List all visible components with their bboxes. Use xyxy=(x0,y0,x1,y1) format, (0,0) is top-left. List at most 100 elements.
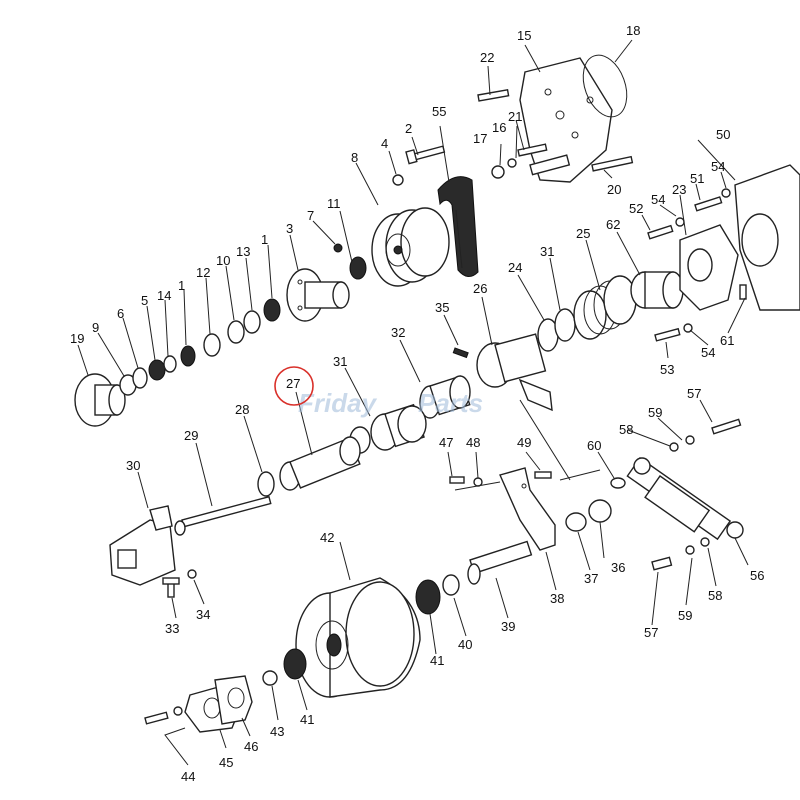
label-58: 58 xyxy=(708,588,722,603)
part-hub-3 xyxy=(286,268,350,322)
part-ring-13 xyxy=(243,310,261,334)
label-57: 57 xyxy=(687,386,701,401)
part-ring-40 xyxy=(442,574,460,596)
label-31: 31 xyxy=(540,244,554,259)
part-bolt-44 xyxy=(144,711,169,725)
label-51: 51 xyxy=(690,171,704,186)
part-washer-54b xyxy=(675,217,685,227)
label-17: 17 xyxy=(473,131,487,146)
label-52: 52 xyxy=(629,201,643,216)
label-62: 62 xyxy=(606,217,620,232)
part-washer-58b xyxy=(700,537,710,547)
label-38: 38 xyxy=(550,591,564,606)
label-28: 28 xyxy=(235,402,249,417)
label-53: 53 xyxy=(660,362,674,377)
label-8: 8 xyxy=(351,150,358,165)
part-bolt-33 xyxy=(162,577,180,598)
part-washer-60 xyxy=(610,477,626,489)
part-bushing-62 xyxy=(630,271,684,309)
label-16: 16 xyxy=(492,120,506,135)
part-stud-22 xyxy=(477,88,510,102)
part-grease-7 xyxy=(333,243,343,253)
part-washer-58a xyxy=(669,442,679,452)
part-shaft-39 xyxy=(467,540,533,585)
label-11: 11 xyxy=(327,196,341,211)
part-bolt-57a xyxy=(711,418,742,435)
watermark-text-b: Parts xyxy=(418,388,483,418)
label-25: 25 xyxy=(576,226,590,241)
part-collar-31b xyxy=(370,403,427,451)
label-58: 58 xyxy=(619,422,633,437)
part-washer-16 xyxy=(507,158,517,168)
part-frame-50 xyxy=(734,164,800,311)
label-19: 19 xyxy=(70,331,84,346)
label-33: 33 xyxy=(165,621,179,636)
part-bracket-23 xyxy=(679,224,739,311)
part-washer-54a xyxy=(721,188,731,198)
label-59: 59 xyxy=(678,608,692,623)
part-washer-59a xyxy=(685,435,695,445)
part-bearing-1a xyxy=(180,345,196,367)
part-pulley-8 xyxy=(371,207,450,287)
part-bolt-47 xyxy=(449,476,465,484)
label-26: 26 xyxy=(473,281,487,296)
label-47: 47 xyxy=(439,435,453,450)
label-49: 49 xyxy=(517,435,531,450)
part-bearing-41a xyxy=(415,579,441,615)
label-59: 59 xyxy=(648,405,662,420)
label-41: 41 xyxy=(430,653,444,668)
label-22: 22 xyxy=(480,50,494,65)
label-48: 48 xyxy=(466,435,480,450)
watermark-text-a: Friday xyxy=(298,388,378,418)
label-2: 2 xyxy=(405,121,412,136)
part-gasket-46 xyxy=(214,675,253,725)
part-roller-27 xyxy=(279,436,361,491)
label-36: 36 xyxy=(611,560,625,575)
label-50: 50 xyxy=(716,127,730,142)
part-spacer-12 xyxy=(203,333,221,357)
label-54: 54 xyxy=(701,345,715,360)
label-56: 56 xyxy=(750,568,764,583)
part-shaft-end xyxy=(529,154,571,176)
part-gasket-18 xyxy=(582,54,628,118)
part-bolt-57b xyxy=(651,556,673,571)
label-30: 30 xyxy=(126,458,140,473)
part-bolt-51 xyxy=(694,196,723,212)
label-23: 23 xyxy=(672,182,686,197)
part-spring-25 xyxy=(573,275,637,340)
part-bearing-11 xyxy=(349,256,367,280)
part-washer-28 xyxy=(257,471,275,497)
part-washer-59b xyxy=(685,545,695,555)
part-nut-17 xyxy=(491,165,505,179)
label-6: 6 xyxy=(117,306,124,321)
part-bearing-1b xyxy=(263,298,281,322)
label-34: 34 xyxy=(196,607,210,622)
part-sleeve-32 xyxy=(419,375,471,419)
watermark: Friday Parts xyxy=(298,388,483,418)
label-43: 43 xyxy=(270,724,284,739)
label-18: 18 xyxy=(626,23,640,38)
label-39: 39 xyxy=(501,619,515,634)
label-41: 41 xyxy=(300,712,314,727)
label-55: 55 xyxy=(432,104,446,119)
label-54: 54 xyxy=(651,192,665,207)
part-housing-26 xyxy=(476,333,553,412)
part-washer-37 xyxy=(565,512,587,532)
label-57: 57 xyxy=(644,625,658,640)
part-stud-20 xyxy=(591,155,634,172)
part-ring-31a xyxy=(554,308,576,342)
label-21: 21 xyxy=(508,109,522,124)
label-45: 45 xyxy=(219,755,233,770)
callout-labels: 1 1 2 3 4 5 6 7 8 9 10 11 12 13 14 15 16… xyxy=(70,23,764,784)
label-27: 27 xyxy=(286,376,300,391)
label-15: 15 xyxy=(517,28,531,43)
label-31: 31 xyxy=(333,354,347,369)
label-46: 46 xyxy=(244,739,258,754)
label-10: 10 xyxy=(216,253,230,268)
label-54: 54 xyxy=(711,159,725,174)
part-nut-4 xyxy=(392,174,404,186)
part-bearing-41b xyxy=(283,648,307,680)
part-belt-55 xyxy=(437,176,479,277)
label-61: 61 xyxy=(720,333,734,348)
